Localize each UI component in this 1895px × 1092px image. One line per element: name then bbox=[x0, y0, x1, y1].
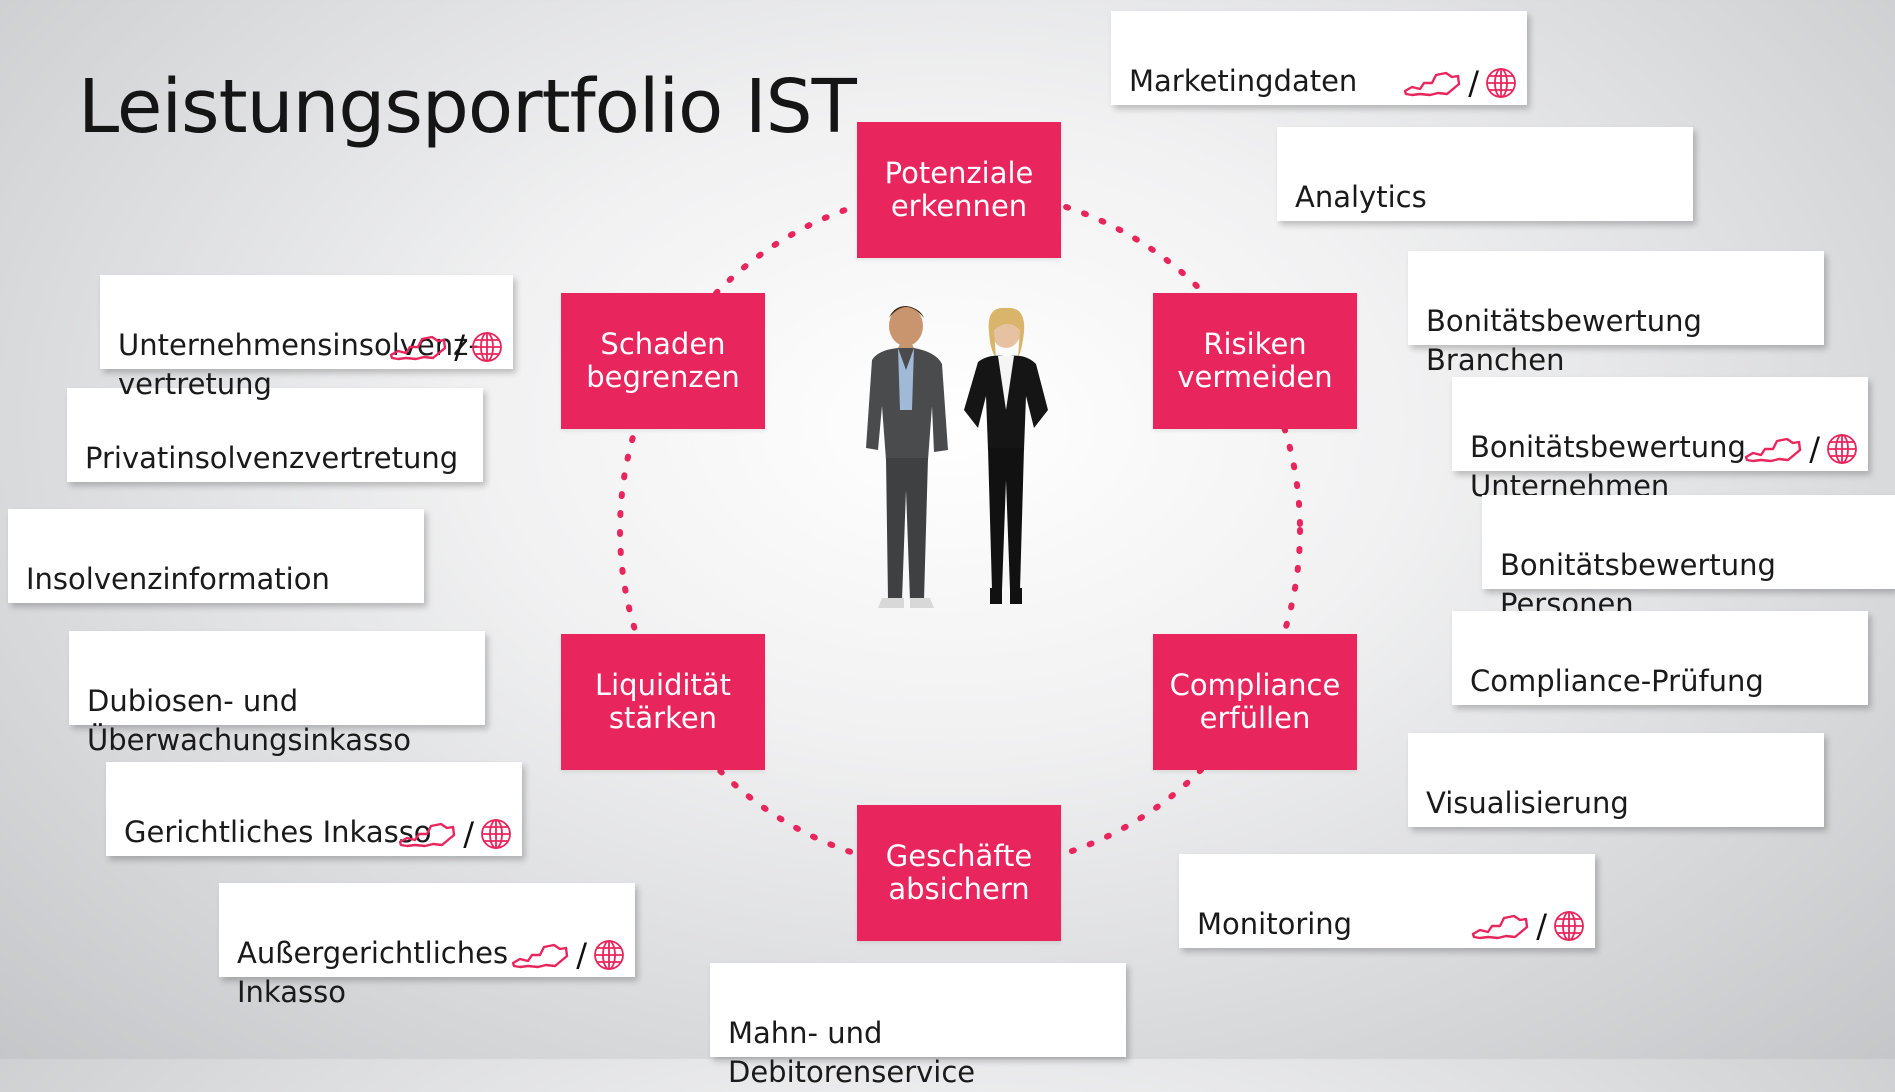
service-card-bonitaet-unternehmen: Bonitätsbewertung Unternehmen / bbox=[1452, 377, 1868, 503]
service-card-marketingdaten: Marketingdaten / bbox=[1111, 11, 1527, 105]
scope-separator: / bbox=[1468, 64, 1479, 102]
scope-separator: / bbox=[454, 328, 465, 366]
scope-separator: / bbox=[463, 815, 474, 853]
service-label: Privatinsolvenzvertretung bbox=[85, 441, 459, 475]
globe-icon bbox=[1486, 68, 1516, 98]
scope-indicator: / bbox=[388, 331, 503, 363]
service-card-bonitaet-personen: Bonitätsbewertung Personen bbox=[1482, 495, 1895, 621]
service-label: Analytics bbox=[1295, 180, 1427, 214]
service-label: Dubiosen- und Überwachungsinkasso bbox=[87, 684, 411, 757]
service-label: Mahn- und Debitorenservice bbox=[728, 1016, 976, 1089]
service-label: Gerichtliches Inkasso bbox=[124, 815, 432, 849]
scope-indicator: / bbox=[1470, 910, 1585, 942]
globe-icon bbox=[1827, 434, 1857, 464]
hub-potenziale-erkennen: Potenziale erkennen bbox=[857, 122, 1061, 258]
scope-indicator: / bbox=[1743, 433, 1858, 465]
service-card-dubiosen-ueberwachungsinkasso: Dubiosen- und Überwachungsinkasso bbox=[69, 631, 485, 757]
globe-icon bbox=[1554, 911, 1584, 941]
scope-indicator: / bbox=[1402, 67, 1517, 99]
austria-map-icon bbox=[1745, 437, 1802, 463]
globe-icon bbox=[472, 332, 502, 362]
page-title: Leistungsportfolio IST bbox=[78, 64, 857, 150]
scope-indicator: / bbox=[397, 818, 512, 850]
service-label: Monitoring bbox=[1197, 907, 1353, 941]
scope-separator: / bbox=[1809, 430, 1820, 468]
globe-icon bbox=[594, 940, 624, 970]
service-card-gerichtliches-inkasso: Gerichtliches Inkasso / bbox=[106, 762, 522, 856]
service-card-analytics: Analytics bbox=[1277, 127, 1693, 221]
hub-schaden-begrenzen: Schaden begrenzen bbox=[561, 293, 765, 429]
service-card-mahn-debitorenservice: Mahn- und Debitorenservice bbox=[710, 963, 1126, 1089]
hub-compliance-erfuellen: Compliance erfüllen bbox=[1153, 634, 1357, 770]
service-label: Insolvenzinformation bbox=[26, 562, 330, 596]
austria-map-icon bbox=[1404, 71, 1461, 97]
service-card-aussergerichtliches-inkasso: Außergerichtliches Inkasso / bbox=[219, 883, 635, 1009]
austria-map-icon bbox=[390, 335, 447, 361]
austria-map-icon bbox=[399, 822, 456, 848]
scope-separator: / bbox=[576, 936, 587, 974]
service-card-bonitaet-branchen: Bonitätsbewertung Branchen bbox=[1408, 251, 1824, 377]
service-card-unternehmensinsolvenzvertretung: Unternehmensinsolvenz- vertretung / bbox=[100, 275, 513, 401]
service-card-insolvenzinformation: Insolvenzinformation bbox=[8, 509, 424, 603]
hub-geschaefte-absichern: Geschäfte absichern bbox=[857, 805, 1061, 941]
austria-map-icon bbox=[512, 943, 569, 969]
service-label: Bonitätsbewertung Branchen bbox=[1426, 304, 1702, 377]
service-label: Visualisierung bbox=[1426, 786, 1629, 820]
service-card-monitoring: Monitoring / bbox=[1179, 854, 1595, 948]
service-card-visualisierung: Visualisierung bbox=[1408, 733, 1824, 827]
scope-indicator: / bbox=[510, 939, 625, 971]
hub-risiken-vermeiden: Risiken vermeiden bbox=[1153, 293, 1357, 429]
service-card-compliance-pruefung: Compliance-Prüfung bbox=[1452, 611, 1868, 705]
hub-liquiditaet-staerken: Liquidität stärken bbox=[561, 634, 765, 770]
service-label: Außergerichtliches Inkasso bbox=[237, 936, 509, 1009]
service-label: Marketingdaten bbox=[1129, 64, 1358, 98]
service-card-privatinsolvenzvertretung: Privatinsolvenzvertretung bbox=[67, 388, 483, 482]
globe-icon bbox=[481, 819, 511, 849]
scope-separator: / bbox=[1536, 907, 1547, 945]
service-label: Compliance-Prüfung bbox=[1470, 664, 1764, 698]
austria-map-icon bbox=[1472, 914, 1529, 940]
business-people-image bbox=[866, 306, 1048, 608]
